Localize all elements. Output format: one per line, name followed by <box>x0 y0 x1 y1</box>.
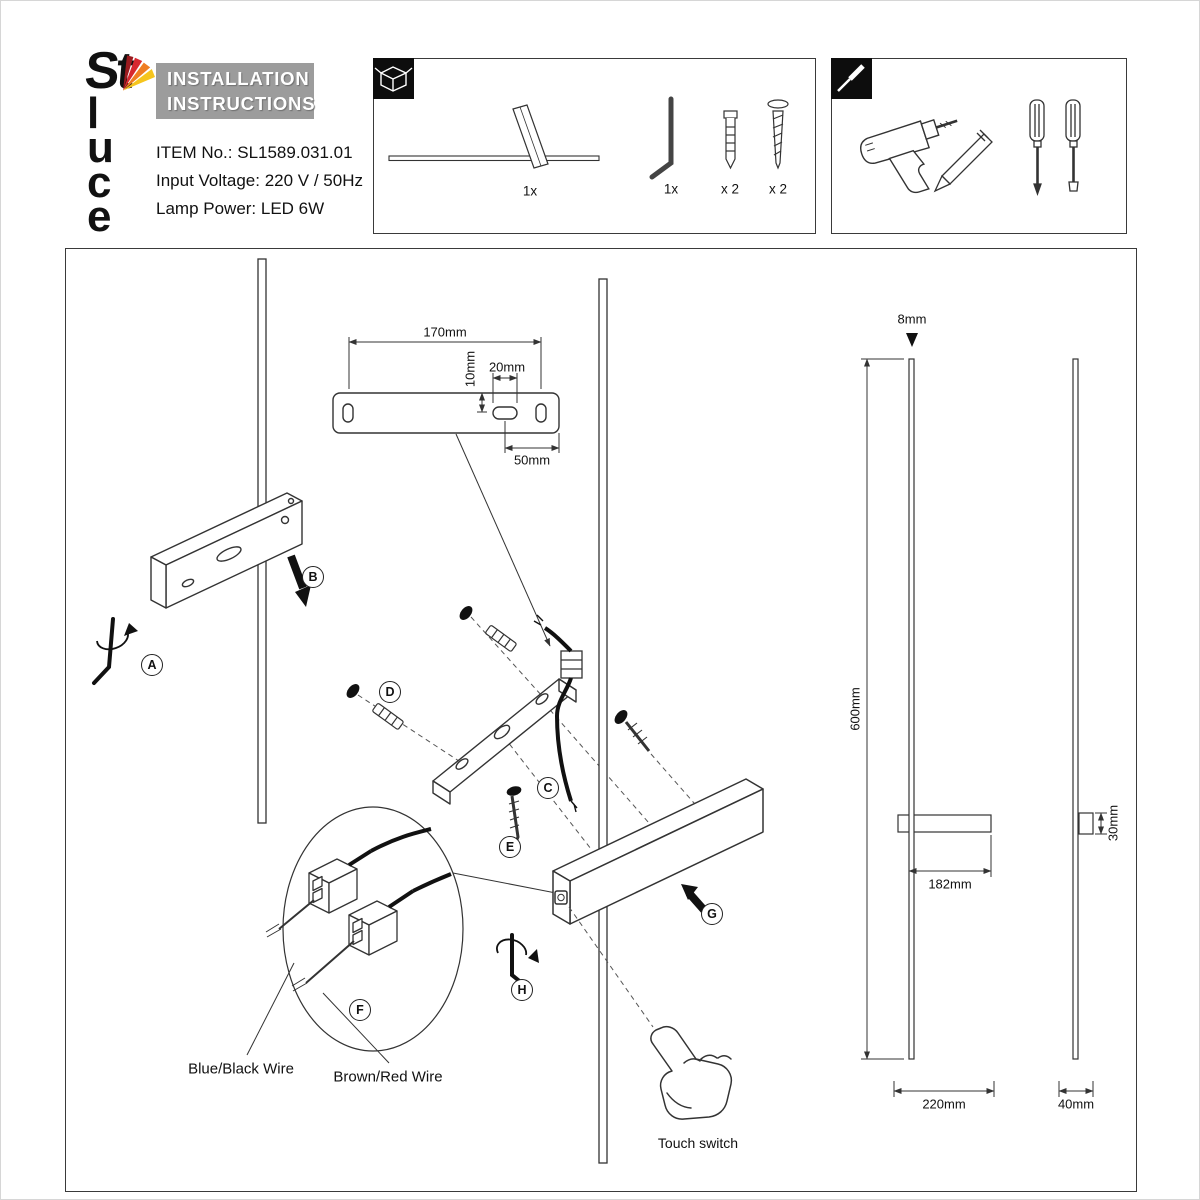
brand-wordmark-luce: luce <box>87 89 114 241</box>
qty-lamp-rod: 1x <box>522 183 538 199</box>
required-tools-box <box>831 58 1127 234</box>
qty-hex-key: 1x <box>663 181 679 197</box>
dim-side-depth: 40mm <box>1057 1096 1095 1112</box>
product-info: ITEM No.: SL1589.031.01 Input Voltage: 2… <box>156 139 363 223</box>
qty-wall-plug: x 2 <box>720 181 740 197</box>
input-voltage: Input Voltage: 220 V / 50Hz <box>156 171 363 190</box>
title-line1: INSTALLATION <box>167 67 310 89</box>
dim-slot-to-edge: 50mm <box>513 452 551 468</box>
item-number: ITEM No.: SL1589.031.01 <box>156 143 353 162</box>
step-label-d: D <box>379 681 401 703</box>
dim-plate-length: 170mm <box>423 324 467 340</box>
dim-rod-diameter: 8mm <box>897 311 927 327</box>
brand-logo-fan-icon <box>123 55 155 91</box>
step-label-f: F <box>349 999 371 1021</box>
brand-logo: St luce <box>82 42 157 241</box>
installation-diagram-box <box>65 248 1137 1192</box>
dim-bracket-height: 30mm <box>1105 804 1121 842</box>
package-contents-box <box>373 58 816 234</box>
dim-overall-width: 220mm <box>922 1096 966 1112</box>
step-label-e: E <box>499 836 521 858</box>
step-label-h: H <box>511 979 533 1001</box>
step-label-g: G <box>701 903 723 925</box>
wire-label-brown-red: Brown/Red Wire <box>333 1068 443 1086</box>
dim-slot-width: 20mm <box>488 359 526 375</box>
dim-rod-length: 600mm <box>847 687 863 731</box>
step-label-c: C <box>537 777 559 799</box>
title-line2: INSTRUCTIONS <box>167 92 316 114</box>
lamp-power: Lamp Power: LED 6W <box>156 199 325 218</box>
wire-label-blue-black: Blue/Black Wire <box>188 1060 294 1078</box>
dim-hole-offset: 10mm <box>462 350 478 388</box>
dim-bracket-span: 182mm <box>928 876 972 892</box>
step-label-a: A <box>141 654 163 676</box>
qty-screw: x 2 <box>768 181 788 197</box>
instructions-title: INSTALLATION INSTRUCTIONS <box>156 63 316 119</box>
step-label-b: B <box>302 566 324 588</box>
touch-switch-label: Touch switch <box>657 1135 739 1151</box>
